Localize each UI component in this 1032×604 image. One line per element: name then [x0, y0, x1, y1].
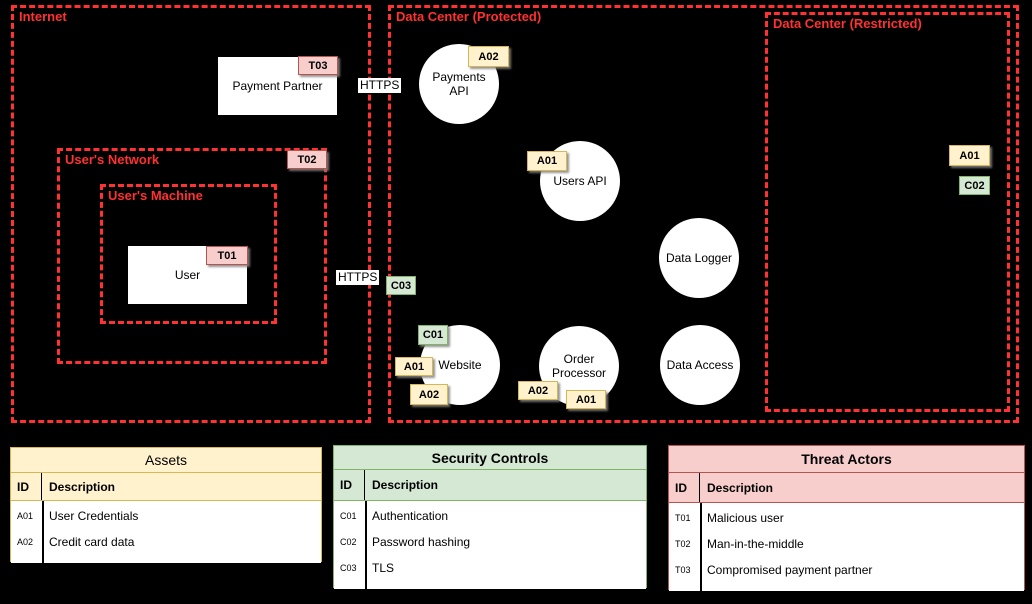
- badge-c01[interactable]: C01: [418, 325, 448, 345]
- badge-a02[interactable]: A02: [410, 384, 448, 405]
- column-divider: [700, 503, 702, 591]
- boundary-label-internet: Internet: [19, 9, 67, 24]
- threat-actors-header-row: ID Description: [669, 473, 1024, 503]
- cell-id: T03: [675, 565, 691, 575]
- https-edge-label[interactable]: HTTPS: [336, 270, 380, 285]
- cell-id: C02: [340, 537, 357, 547]
- cell-description: Authentication: [372, 509, 449, 523]
- boundary-internet[interactable]: Internet: [11, 5, 371, 423]
- node-label-users-api: Users API: [553, 174, 607, 188]
- cell-id: C01: [340, 511, 357, 521]
- badge-t01[interactable]: T01: [206, 246, 248, 265]
- node-label-website: Website: [438, 358, 482, 372]
- table-row: T01 Malicious user: [669, 505, 1024, 531]
- badge-c03[interactable]: C03: [386, 276, 416, 295]
- https-edge-label[interactable]: HTTPS: [358, 78, 402, 93]
- cell-description: Malicious user: [707, 511, 784, 525]
- assets-title: Assets: [11, 448, 321, 473]
- node-label-data-access: Data Access: [666, 358, 734, 372]
- badge-t02[interactable]: T02: [287, 150, 327, 169]
- table-row: T03 Compromised payment partner: [669, 557, 1024, 583]
- cell-id: C03: [340, 563, 357, 573]
- cell-description: Compromised payment partner: [707, 563, 873, 577]
- table-row: C02 Password hashing: [334, 529, 646, 555]
- column-header-description: Description: [707, 480, 774, 495]
- column-header-id: ID: [669, 473, 700, 502]
- boundary-dc-protected[interactable]: Data Center (Protected): [388, 5, 1019, 423]
- node-label-data-logger: Data Logger: [665, 251, 733, 265]
- table-row: A01 User Credentials: [11, 503, 321, 529]
- cell-id: T01: [675, 513, 691, 523]
- badge-a01[interactable]: A01: [395, 357, 433, 376]
- badge-a01[interactable]: A01: [527, 151, 567, 171]
- column-header-id: ID: [11, 473, 42, 500]
- column-header-id: ID: [334, 470, 365, 500]
- boundary-users-network[interactable]: User's Network: [57, 148, 327, 364]
- cell-description: Man-in-the-middle: [707, 537, 804, 551]
- node-label-order-processor: Order Processor: [551, 352, 607, 380]
- cell-id: T02: [675, 539, 691, 549]
- boundary-label-dc-protected: Data Center (Protected): [396, 9, 542, 24]
- cell-id: A01: [17, 511, 34, 521]
- boundary-label-users-machine: User's Machine: [108, 188, 203, 203]
- cell-description: Credit card data: [49, 535, 135, 549]
- cell-id: A02: [17, 537, 34, 547]
- node-label-user: User: [174, 268, 201, 282]
- table-row: C03 TLS: [334, 555, 646, 581]
- boundary-users-machine[interactable]: User's Machine: [100, 184, 277, 324]
- badge-a01[interactable]: A01: [949, 145, 990, 166]
- cell-description: TLS: [372, 561, 395, 575]
- node-data-access[interactable]: Data Access: [660, 325, 740, 405]
- table-row: A02 Credit card data: [11, 529, 321, 555]
- table-row: C01 Authentication: [334, 503, 646, 529]
- column-divider: [42, 501, 44, 563]
- cell-description: Password hashing: [372, 535, 471, 549]
- node-data-logger[interactable]: Data Logger: [659, 218, 739, 298]
- column-divider: [365, 501, 367, 589]
- security-controls-title: Security Controls: [334, 446, 646, 470]
- badge-a02[interactable]: A02: [468, 46, 509, 67]
- security-controls-header-row: ID Description: [334, 470, 646, 501]
- boundary-label-dc-restricted: Data Center (Restricted): [773, 16, 922, 31]
- node-label-payment-partner: Payment Partner: [232, 79, 323, 93]
- badge-c02[interactable]: C02: [959, 176, 990, 195]
- cell-description: User Credentials: [49, 509, 139, 523]
- badge-t03[interactable]: T03: [298, 56, 338, 75]
- boundary-dc-restricted[interactable]: Data Center (Restricted): [765, 12, 1010, 412]
- badge-a01[interactable]: A01: [566, 390, 606, 409]
- boundary-label-users-network: User's Network: [65, 152, 160, 167]
- column-header-description: Description: [49, 479, 116, 494]
- column-header-description: Description: [372, 478, 439, 492]
- assets-header-row: ID Description: [11, 473, 321, 501]
- node-label-payments-api: Payments API: [432, 70, 486, 98]
- threat-actors-title: Threat Actors: [669, 446, 1024, 473]
- table-row: T02 Man-in-the-middle: [669, 531, 1024, 557]
- badge-a02[interactable]: A02: [518, 381, 558, 400]
